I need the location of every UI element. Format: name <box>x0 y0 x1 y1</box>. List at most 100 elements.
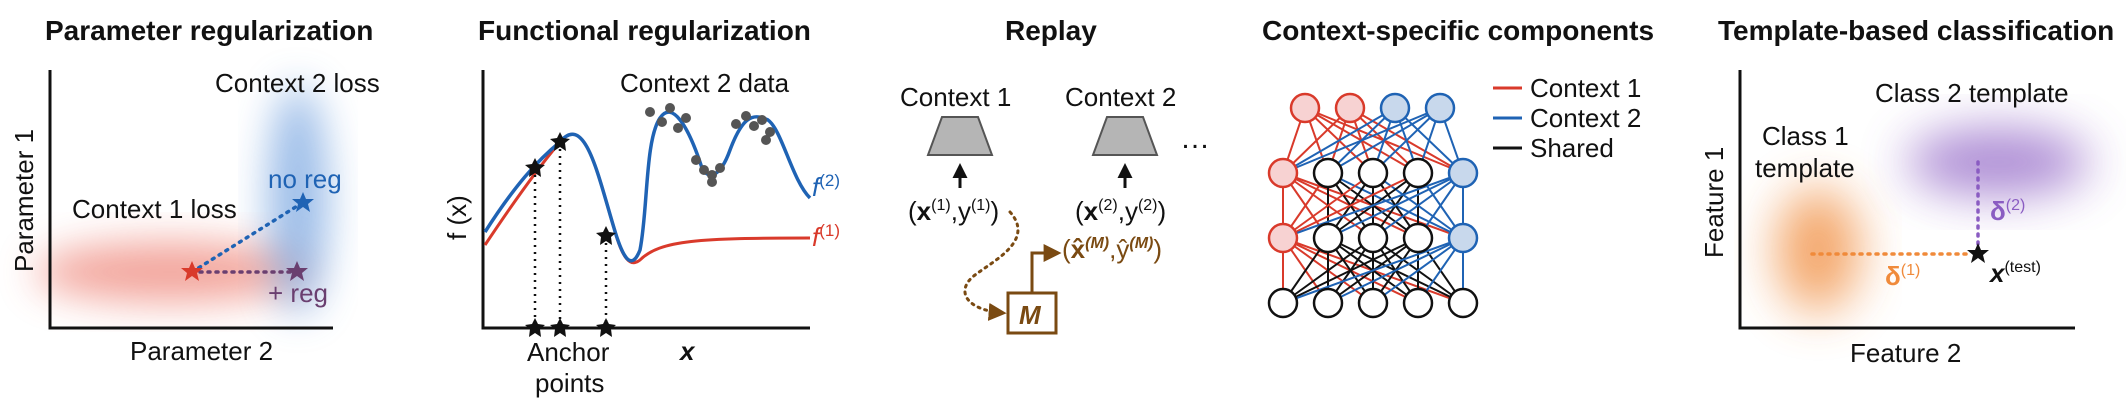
x-axis-label: Parameter 2 <box>130 336 273 366</box>
network-edge <box>1282 172 1464 239</box>
axes <box>48 70 333 330</box>
network-edges <box>1282 107 1464 304</box>
network-edge <box>1372 172 1464 239</box>
data-point <box>731 119 741 129</box>
panel-functional-regularization: Functional regularization f (x) x Contex… <box>442 15 840 398</box>
context2-node <box>1424 92 1456 124</box>
panel-title: Context-specific components <box>1262 15 1654 46</box>
data-point <box>681 113 691 123</box>
network-edge <box>1327 237 1464 304</box>
network-edge <box>1282 107 1396 174</box>
panel-parameter-regularization: Parameter regularization Context 2 loss … <box>9 15 380 366</box>
shared-node <box>1312 222 1344 254</box>
y-axis-label: Feature 1 <box>1699 147 1729 258</box>
x-axis-label: Feature 2 <box>1850 338 1961 368</box>
f2-label: f(2) <box>812 171 840 202</box>
shared-node <box>1447 287 1479 319</box>
context2-data-label: (x(2),y(2)) <box>1075 196 1166 226</box>
data-point <box>673 123 683 133</box>
shared-node <box>1357 157 1389 189</box>
class2-template-label: Class 2 template <box>1875 78 2069 108</box>
network-edge <box>1282 107 1441 174</box>
plus-reg-label: + reg <box>268 278 328 308</box>
axes <box>481 70 810 330</box>
anchor-star <box>525 158 545 177</box>
network-edge <box>1372 237 1464 304</box>
x-axis-label: x <box>678 336 696 366</box>
network-edge <box>1282 237 1419 304</box>
context1-node <box>1289 92 1321 124</box>
legend: Context 1 Context 2 Shared <box>1493 73 1641 163</box>
anchor-star <box>596 318 616 337</box>
anchor-dotted-lines <box>533 142 608 328</box>
anchor-points-label-line1: Anchor <box>527 337 610 367</box>
class1-template-label-line1: Class 1 <box>1762 121 1849 151</box>
network-edge <box>1327 172 1464 239</box>
context2-node <box>1447 157 1479 189</box>
anchor-star <box>550 318 570 337</box>
anchor-stars <box>525 132 616 337</box>
f1-label: f(1) <box>812 221 840 252</box>
data-point <box>691 155 701 165</box>
context1-node <box>1267 222 1299 254</box>
data-point <box>761 135 771 145</box>
delta2-label: δ(2) <box>1990 196 2025 226</box>
data-point <box>765 127 775 137</box>
panel-replay: Replay Context 1 Context 2 … (x(1),y(1))… <box>900 15 1210 335</box>
y-axis-label: f (x) <box>442 195 472 240</box>
anchor-points-label-line2: points <box>535 368 604 398</box>
no-reg-label: no reg <box>268 164 342 194</box>
context1-label: Context 1 <box>900 82 1011 112</box>
anchor-star <box>550 132 570 151</box>
data-point <box>707 170 717 180</box>
context2-label: Context 2 <box>1065 82 1176 112</box>
network-edge <box>1327 107 1441 174</box>
context1-loss-label: Context 1 loss <box>72 194 237 224</box>
axes <box>1738 70 2075 330</box>
generative-model-box <box>1006 291 1058 335</box>
context2-node <box>1447 222 1479 254</box>
context1-node <box>1267 157 1299 189</box>
network-edge <box>1282 172 1419 239</box>
anchor-star <box>525 318 545 337</box>
replay-sample-path <box>963 210 1020 321</box>
panel-title: Replay <box>1005 15 1097 46</box>
shared-node <box>1402 222 1434 254</box>
delta1-label: δ(1) <box>1885 261 1920 291</box>
data-point <box>665 103 675 113</box>
anchor-star <box>596 226 616 245</box>
context1-optimum-star <box>181 261 203 281</box>
panel-template-based-classification: Template-based classification Class 2 te… <box>1699 15 2114 368</box>
network-edge <box>1282 237 1464 304</box>
data-point <box>749 121 759 131</box>
shared-node <box>1312 287 1344 319</box>
network-edge <box>1282 237 1374 304</box>
plus-reg-star <box>286 261 308 281</box>
f2-curve <box>483 110 812 263</box>
context1-loss-blob <box>35 242 305 302</box>
data-point <box>741 111 751 121</box>
no-reg-path <box>190 201 304 274</box>
data-point <box>707 177 717 187</box>
legend-label: Context 2 <box>1530 103 1641 133</box>
model-label: M <box>1019 300 1042 330</box>
shared-node <box>1402 157 1434 189</box>
shared-node <box>1357 287 1389 319</box>
test-point-label: x(test) <box>1988 258 2041 288</box>
data-point <box>715 163 725 173</box>
context2-network-icon <box>1091 116 1159 156</box>
context1-node <box>1334 92 1366 124</box>
y-axis-label: Parameter 1 <box>9 129 39 272</box>
network-edge <box>1372 107 1441 174</box>
f1-curve <box>483 132 811 265</box>
no-reg-star <box>292 192 314 212</box>
class1-template-blob <box>1776 188 1860 312</box>
legend-label: Context 1 <box>1530 73 1641 103</box>
context2-data-points <box>645 103 775 187</box>
legend-label: Shared <box>1530 133 1614 163</box>
data-point <box>699 165 709 175</box>
data-point <box>645 107 655 117</box>
network-edge <box>1282 107 1351 174</box>
context2-loss-label: Context 2 loss <box>215 68 380 98</box>
